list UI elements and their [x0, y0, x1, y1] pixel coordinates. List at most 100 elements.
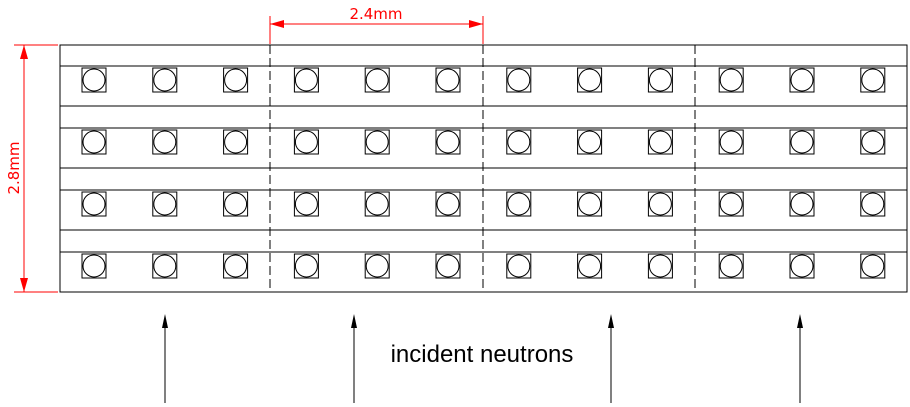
pixel-square	[506, 129, 532, 155]
pixel-cell	[647, 253, 673, 279]
pixel-square	[577, 129, 603, 155]
pixel-cell	[860, 253, 886, 279]
pixel-square	[81, 253, 107, 279]
pixel-square	[647, 67, 673, 93]
pixel-circle	[153, 130, 177, 154]
pixel-square	[152, 191, 178, 217]
pixel-cell	[718, 191, 744, 217]
pixel-cell	[577, 191, 603, 217]
pixel-cell	[152, 129, 178, 155]
pixel-square	[152, 129, 178, 155]
pixel-cell	[152, 253, 178, 279]
pixel-circle	[294, 192, 318, 216]
pixel-cell	[789, 253, 815, 279]
pixel-cell	[506, 129, 532, 155]
pixel-cell	[152, 67, 178, 93]
pixel-cell	[789, 129, 815, 155]
pixel-cell	[364, 67, 390, 93]
pixel-square	[223, 191, 249, 217]
pixel-square	[364, 129, 390, 155]
pixel-square	[364, 253, 390, 279]
pixel-cell	[223, 253, 249, 279]
pixel-circle	[648, 130, 672, 154]
pixel-circle	[82, 192, 106, 216]
pixel-circle	[648, 192, 672, 216]
pixel-circle	[153, 68, 177, 92]
pixel-circle	[861, 130, 885, 154]
pixel-cell	[223, 67, 249, 93]
pixel-square	[789, 129, 815, 155]
pixel-circle	[224, 68, 248, 92]
pixel-circle	[224, 254, 248, 278]
width-dimension-label: 2.4mm	[349, 5, 402, 23]
pixel-square	[506, 253, 532, 279]
pixel-square	[152, 67, 178, 93]
pixel-circle	[365, 130, 389, 154]
pixel-cell	[223, 191, 249, 217]
pixel-circle	[294, 68, 318, 92]
pixel-square	[860, 129, 886, 155]
pixel-circle	[578, 68, 602, 92]
pixel-circle	[578, 130, 602, 154]
pixel-circle	[507, 192, 531, 216]
pixel-square	[293, 191, 319, 217]
pixel-cell	[293, 67, 319, 93]
pixel-cell	[860, 67, 886, 93]
pixel-square	[860, 191, 886, 217]
pixel-square	[789, 67, 815, 93]
pixel-circle	[790, 254, 814, 278]
pixel-circle	[294, 130, 318, 154]
pixel-cell	[364, 129, 390, 155]
pixel-circle	[719, 192, 743, 216]
pixel-square	[789, 191, 815, 217]
pixel-cell	[364, 191, 390, 217]
pixel-cell	[506, 67, 532, 93]
pixel-square	[718, 129, 744, 155]
pixel-cell	[506, 191, 532, 217]
pixel-cells	[81, 67, 886, 279]
pixel-cell	[789, 67, 815, 93]
pixel-square	[293, 129, 319, 155]
pixel-cell	[81, 253, 107, 279]
pixel-square	[293, 253, 319, 279]
pixel-circle	[153, 192, 177, 216]
pixel-circle	[861, 254, 885, 278]
pixel-circle	[719, 68, 743, 92]
pixel-cell	[860, 129, 886, 155]
pixel-square	[152, 253, 178, 279]
pixel-square	[223, 67, 249, 93]
pixel-circle	[365, 68, 389, 92]
pixel-circle	[436, 192, 460, 216]
pixel-circle	[507, 68, 531, 92]
pixel-cell	[647, 67, 673, 93]
pixel-square	[577, 67, 603, 93]
pixel-circle	[578, 192, 602, 216]
pixel-square	[364, 67, 390, 93]
pixel-cell	[577, 253, 603, 279]
pixel-cell	[81, 67, 107, 93]
pixel-circle	[719, 130, 743, 154]
pixel-square	[81, 191, 107, 217]
pixel-circle	[578, 254, 602, 278]
pixel-circle	[507, 130, 531, 154]
pixel-square	[647, 129, 673, 155]
pixel-cell	[152, 191, 178, 217]
pixel-square	[647, 191, 673, 217]
pixel-cell	[647, 191, 673, 217]
pixel-cell	[718, 67, 744, 93]
pixel-cell	[435, 129, 461, 155]
pixel-circle	[82, 68, 106, 92]
pixel-square	[81, 67, 107, 93]
pixel-square	[718, 191, 744, 217]
pixel-circle	[153, 254, 177, 278]
pixel-square	[223, 129, 249, 155]
pixel-cell	[81, 129, 107, 155]
pixel-cell	[647, 129, 673, 155]
pixel-square	[577, 191, 603, 217]
pixel-cell	[435, 67, 461, 93]
pixel-square	[81, 129, 107, 155]
pixel-cell	[81, 191, 107, 217]
module-dividers	[269, 45, 696, 292]
pixel-square	[718, 253, 744, 279]
